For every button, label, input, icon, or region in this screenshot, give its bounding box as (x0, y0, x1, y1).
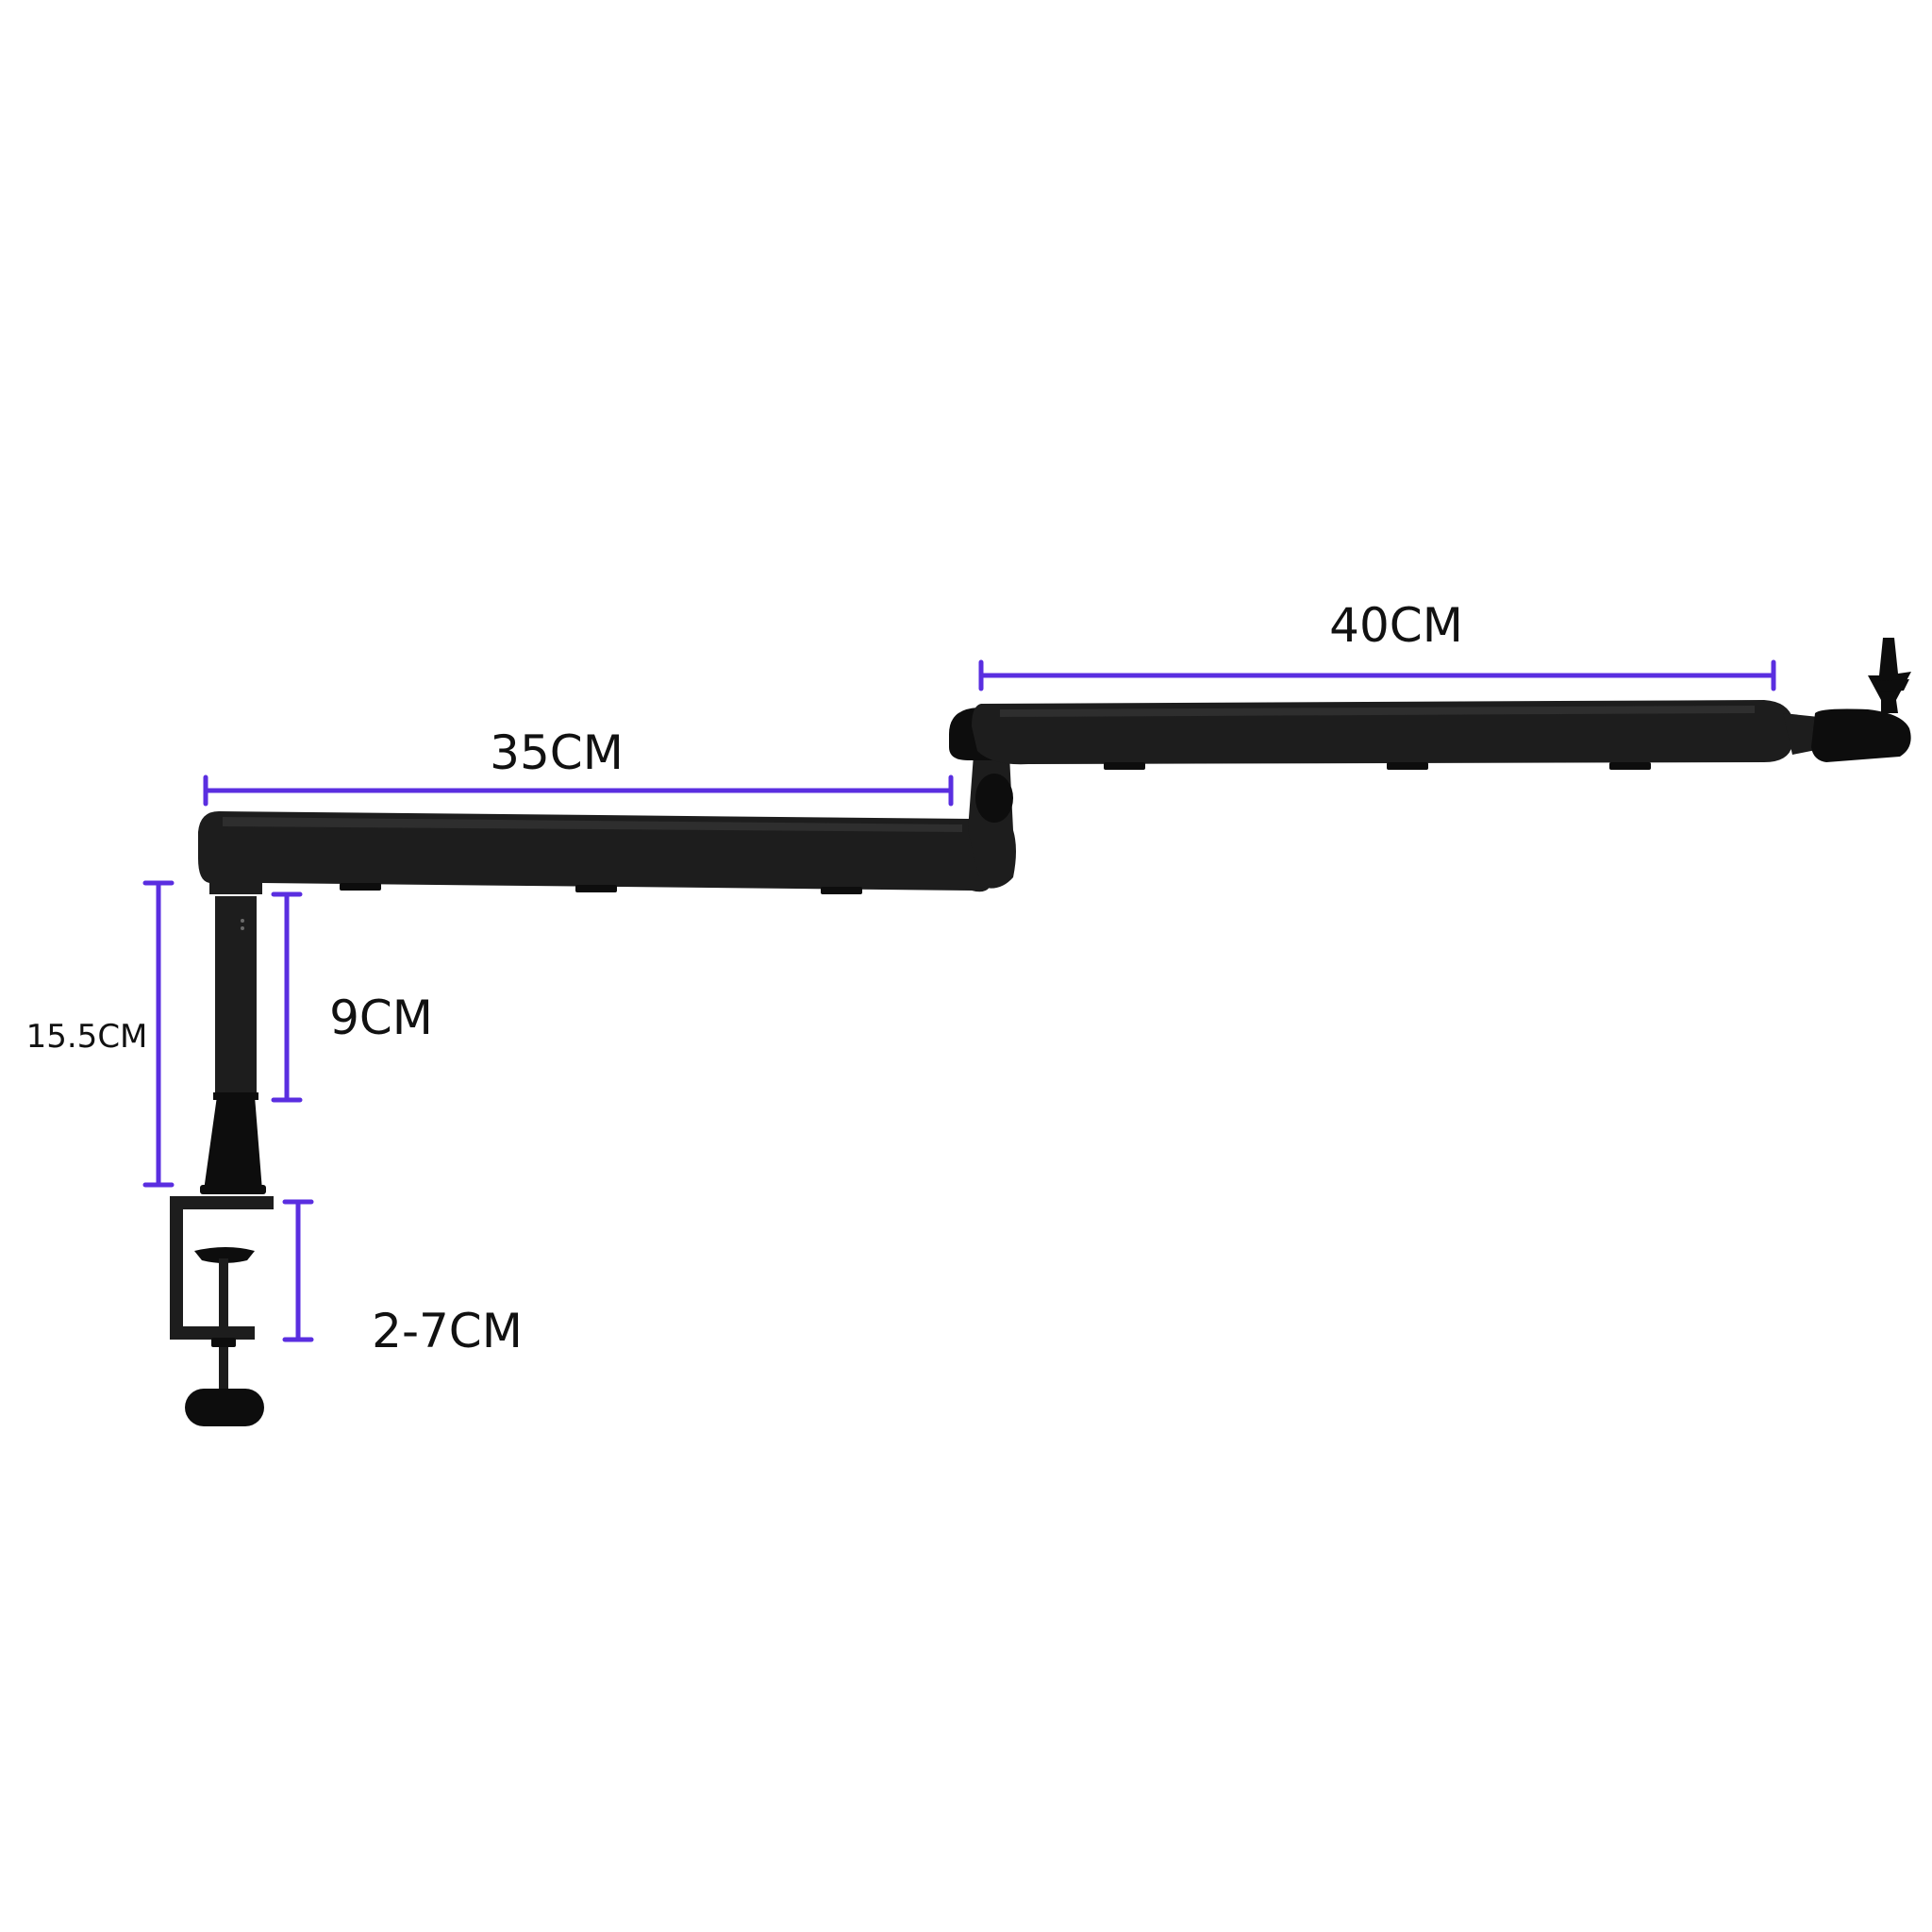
upper-arm (972, 700, 1794, 770)
elbow-knuckle (975, 774, 1013, 823)
pole-base-collar (200, 1185, 266, 1194)
dimension-upper-arm: 40CM (978, 598, 1776, 691)
lower-arm-clip-3 (821, 887, 862, 894)
dimension-lines: 40CM 35CM 15.5CM 9CM 2-7CM (26, 598, 1776, 1358)
boom-arm-illustration (170, 638, 1911, 1426)
mount-wing (1875, 679, 1909, 692)
clamp-knob (185, 1389, 264, 1426)
lower-arm-clip-1 (340, 883, 381, 891)
clamp-bottom-pad (211, 1338, 236, 1347)
mount-neck (1783, 713, 1821, 755)
dimension-pole-total-label: 15.5CM (26, 1018, 148, 1056)
upper-arm-clip-3 (1609, 762, 1651, 770)
upper-arm-clip-1 (1104, 762, 1145, 770)
lower-arm-body (198, 811, 992, 894)
lower-arm-clip-2 (575, 885, 617, 892)
dimension-pole-extension-label: 9CM (329, 991, 433, 1045)
dimension-lower-arm: 35CM (203, 725, 954, 807)
dimension-clamp-range: 2-7CM (282, 1199, 523, 1358)
lower-arm (198, 811, 992, 894)
dimension-upper-arm-label: 40CM (1329, 598, 1463, 653)
pole-marking (241, 919, 244, 923)
dimension-pole-total: 15.5CM (26, 880, 175, 1188)
dimension-clamp-range-label: 2-7CM (372, 1304, 523, 1358)
dimension-lower-arm-label: 35CM (490, 725, 624, 780)
mount-screw (1868, 638, 1911, 713)
pole-upper (215, 896, 257, 1098)
lower-arm-highlight (223, 817, 962, 832)
vertical-pole (200, 896, 266, 1194)
pole-base (204, 1096, 262, 1191)
mount-clamp (1811, 708, 1911, 762)
clamp-frame (170, 1196, 274, 1340)
clamp-screw (219, 1258, 228, 1391)
mic-mount-head (1783, 638, 1911, 762)
pole-sleeve-ring (213, 1092, 258, 1100)
upper-arm-highlight (1000, 706, 1755, 717)
desk-clamp (170, 1196, 274, 1426)
upper-arm-clip-2 (1387, 762, 1428, 770)
clamp-top-pad (194, 1247, 255, 1263)
dimension-pole-extension: 9CM (271, 891, 433, 1103)
